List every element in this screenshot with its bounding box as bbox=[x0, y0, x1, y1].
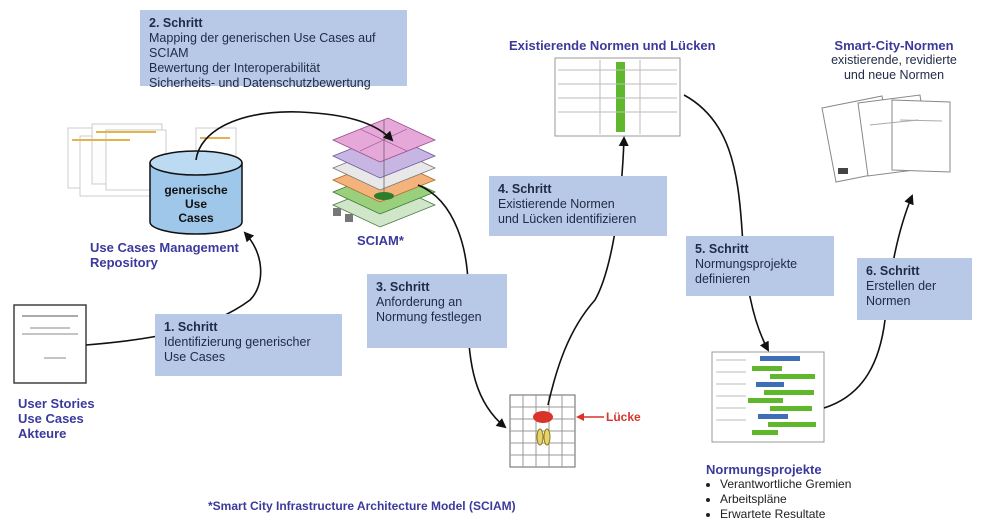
existing-norms-document bbox=[554, 57, 681, 137]
user-stories-line-2: Use Cases bbox=[18, 411, 84, 426]
step-1-title: 1. Schritt bbox=[164, 320, 218, 334]
step-3-box: 3. Schritt Anforderung an Normung festle… bbox=[367, 274, 507, 348]
cylinder-line-2: Use bbox=[184, 197, 207, 211]
usecase-docs-thumbnails bbox=[67, 123, 237, 197]
smart-city-title: Smart-City-Normen bbox=[814, 38, 974, 53]
arrow-step2 bbox=[195, 111, 394, 161]
cylinder-label: generische Use Cases bbox=[150, 183, 242, 225]
smart-city-subtitle: existierende, revidierte und neue Normen bbox=[814, 53, 974, 83]
smart-city-line-1: Smart-City-Normen bbox=[834, 38, 954, 53]
normungsprojekte-item-1: Verantwortliche Gremien bbox=[720, 477, 851, 492]
step-5-line-2: definieren bbox=[695, 272, 750, 286]
step-2-line-1: Mapping der generischen Use Cases auf SC… bbox=[149, 31, 376, 60]
step-3-line-1: Anforderung an bbox=[376, 295, 463, 309]
step-1-box: 1. Schritt Identifizierung generischer U… bbox=[155, 314, 342, 376]
step-2-line-2: Bewertung der Interoperabilität bbox=[149, 61, 320, 75]
step-5-title: 5. Schritt bbox=[695, 242, 749, 256]
luecke-label: Lücke bbox=[606, 410, 641, 424]
cylinder-line-1: generische bbox=[164, 183, 228, 197]
user-stories-document bbox=[13, 304, 87, 384]
requirements-grid bbox=[509, 394, 604, 468]
user-stories-line-3: Akteure bbox=[18, 426, 67, 441]
step-6-box: 6. Schritt Erstellen der Normen bbox=[857, 258, 972, 320]
normungsprojekte-item-3: Erwartete Resultate bbox=[720, 507, 851, 522]
repository-cylinder bbox=[149, 150, 243, 235]
step-3-line-2: Normung festlegen bbox=[376, 310, 482, 324]
step-4-line-2: und Lücken identifizieren bbox=[498, 212, 637, 226]
step-5-box: 5. Schritt Normungsprojekte definieren bbox=[686, 236, 834, 296]
normungsprojekte-title: Normungsprojekte bbox=[706, 462, 822, 477]
cylinder-line-3: Cases bbox=[178, 211, 214, 225]
step-6-line-2: Normen bbox=[866, 294, 911, 308]
step-1-line-1: Identifizierung generischer bbox=[164, 335, 311, 349]
step-3-title: 3. Schritt bbox=[376, 280, 430, 294]
smart-city-sub-line-1: existierende, revidierte bbox=[831, 53, 957, 67]
step-6-line-1: Erstellen der bbox=[866, 279, 937, 293]
arrow-step1 bbox=[85, 231, 262, 346]
smart-city-norm-documents bbox=[821, 94, 951, 183]
step-2-title: 2. Schritt bbox=[149, 16, 203, 30]
repository-line-2: Repository bbox=[90, 255, 158, 270]
sciam-layer-stack bbox=[331, 117, 437, 228]
user-stories-title: User Stories Use Cases Akteure bbox=[18, 396, 95, 441]
step-4-line-1: Existierende Normen bbox=[498, 197, 615, 211]
arrow-step6 bbox=[823, 194, 914, 409]
normungsprojekte-list: Verantwortliche Gremien Arbeitspläne Erw… bbox=[706, 477, 851, 522]
repository-title: Use Cases Management Repository bbox=[90, 240, 239, 270]
step-2-box: 2. Schritt Mapping der generischen Use C… bbox=[140, 10, 407, 90]
footnote: *Smart City Infrastructure Architecture … bbox=[208, 499, 516, 513]
smart-city-sub-line-2: und neue Normen bbox=[843, 68, 945, 82]
step-5-line-1: Normungsprojekte bbox=[695, 257, 798, 271]
user-stories-line-1: User Stories bbox=[18, 396, 95, 411]
normungsprojekte-item-2: Arbeitspläne bbox=[720, 492, 851, 507]
arrow-step5 bbox=[683, 94, 769, 352]
step-1-line-2: Use Cases bbox=[164, 350, 226, 364]
sciam-title: SCIAM* bbox=[357, 233, 404, 248]
normungsprojekte-gantt bbox=[711, 351, 825, 443]
step-6-title: 6. Schritt bbox=[866, 264, 920, 278]
step-4-box: 4. Schritt Existierende Normen und Lücke… bbox=[489, 176, 667, 236]
existing-norms-title: Existierende Normen und Lücken bbox=[509, 38, 716, 53]
step-2-line-3: Sicherheits- und Datenschutzbewertung bbox=[149, 76, 371, 90]
step-4-title: 4. Schritt bbox=[498, 182, 552, 196]
repository-line-1: Use Cases Management bbox=[90, 240, 239, 255]
